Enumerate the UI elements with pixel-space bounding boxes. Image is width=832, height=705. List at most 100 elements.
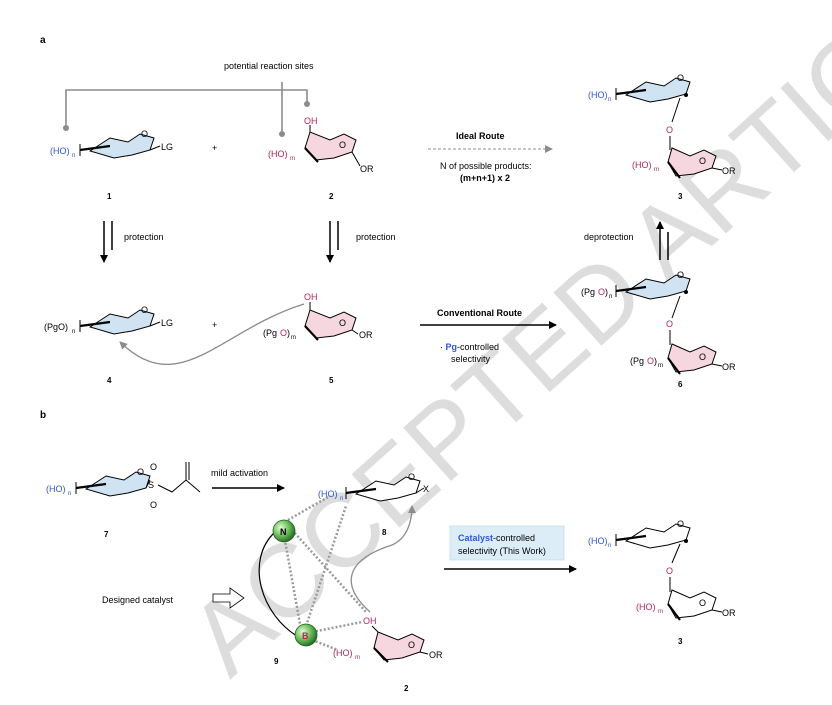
svg-text:(Pg: (Pg <box>581 287 595 297</box>
svg-text:(PgO): (PgO) <box>44 322 68 332</box>
svg-text:O: O <box>699 352 706 362</box>
compound-5: OH O OR (Pg O ) m 5 <box>263 292 373 385</box>
catalyst-selectivity-box <box>449 525 565 561</box>
compound-4: O LG (PgO) n 4 <box>44 305 173 385</box>
mild-activation-label: mild activation <box>211 468 268 478</box>
svg-text:O: O <box>666 566 673 576</box>
svg-text:(HO): (HO) <box>588 536 608 546</box>
svg-text:): ) <box>287 328 290 338</box>
svg-text:N: N <box>280 527 287 537</box>
compound-number: 8 <box>382 528 387 537</box>
svg-text:O: O <box>677 270 684 280</box>
protection-arrow-left <box>100 221 113 263</box>
svg-text:O: O <box>137 467 144 477</box>
protection-label-right: protection <box>356 232 396 242</box>
svg-text:n: n <box>68 491 71 497</box>
compound-6: O (Pg O ) n O O OR (Pg O ) m 6 <box>581 270 736 389</box>
compound-number: 3 <box>678 192 683 201</box>
svg-text:O: O <box>666 319 673 329</box>
compound-number: 2 <box>329 192 334 201</box>
watermark-text: ACCEPTED ARTICLE PREVIEW <box>168 0 832 697</box>
compound-number: 1 <box>107 192 112 201</box>
svg-text:O: O <box>141 129 148 139</box>
reaction-sites-label: potential reaction sites <box>224 61 314 71</box>
svg-text:O: O <box>141 305 148 315</box>
svg-text:m: m <box>355 655 360 661</box>
plus-sign: + <box>212 143 217 153</box>
svg-text:(HO): (HO) <box>50 146 70 156</box>
compound-number: 9 <box>274 657 279 666</box>
compound-3-b: O (HO) n O O OR (HO) m 3 <box>588 519 736 646</box>
compound-3-top: O (HO) n O O OR (HO) m 3 <box>588 73 736 201</box>
svg-text:O: O <box>677 519 684 529</box>
conventional-route-line2: selectivity <box>451 354 491 364</box>
svg-text:O: O <box>699 156 706 166</box>
reaction-sites-bracket <box>65 82 308 133</box>
compound-number: 7 <box>104 530 109 539</box>
conventional-route-title: Conventional Route <box>437 308 522 318</box>
svg-text:O: O <box>647 356 654 366</box>
protection-label-left: protection <box>124 232 164 242</box>
hollow-arrow <box>212 587 245 609</box>
catalyst-interactions <box>282 494 367 652</box>
deprotection-arrow <box>656 221 669 260</box>
svg-text:OR: OR <box>722 362 736 372</box>
svg-text:(HO): (HO) <box>333 648 353 658</box>
catalyst-selectivity-line1: Catalyst-controlled <box>458 533 535 543</box>
compound-number: 5 <box>329 376 334 385</box>
svg-text:(HO): (HO) <box>318 489 338 499</box>
compound-number: 6 <box>678 380 683 389</box>
compound-1: O LG (HO) n 1 <box>50 129 173 201</box>
svg-text:m: m <box>291 335 296 341</box>
deprotection-label: deprotection <box>584 232 634 242</box>
svg-text:X: X <box>423 484 429 494</box>
svg-text:): ) <box>654 356 657 366</box>
compound-8: O X (HO) n 8 <box>318 472 429 537</box>
compound-number: 2 <box>404 684 409 693</box>
svg-text:LG: LG <box>161 318 173 328</box>
svg-text:(Pg: (Pg <box>630 356 644 366</box>
svg-text:O: O <box>666 125 673 135</box>
conventional-route-line1: · Pg-controlled <box>440 342 499 352</box>
catalyst-selectivity-line2: selectivity (This Work) <box>458 546 546 556</box>
amine-node <box>272 519 296 543</box>
nucleophile-attack-arrow <box>119 303 305 365</box>
svg-text:(HO): (HO) <box>588 90 608 100</box>
svg-text:n: n <box>340 496 343 502</box>
svg-text:n: n <box>72 329 75 335</box>
watermark: ACCEPTED ARTICLE PREVIEW <box>168 0 832 697</box>
svg-text:OR: OR <box>722 166 736 176</box>
svg-text:n: n <box>608 97 611 103</box>
compound-7: O S O O (HO) n 7 <box>46 462 201 539</box>
designed-catalyst-label: Designed catalyst <box>102 595 174 605</box>
glycosylation-arrow <box>350 505 416 613</box>
svg-text:OH: OH <box>304 116 318 126</box>
compound-2: OH O OR (HO) m 2 <box>268 116 374 201</box>
svg-text:): ) <box>605 287 608 297</box>
svg-text:O: O <box>150 500 157 510</box>
svg-text:O: O <box>598 287 605 297</box>
svg-text:m: m <box>658 609 663 615</box>
panel-a-label: a <box>40 35 46 46</box>
plus-sign: + <box>212 320 217 330</box>
svg-text:(HO): (HO) <box>632 160 652 170</box>
svg-text:(HO): (HO) <box>268 149 288 159</box>
svg-text:OH: OH <box>363 616 377 626</box>
svg-text:O: O <box>677 73 684 83</box>
svg-text:n: n <box>609 294 612 300</box>
protection-arrow-right <box>326 221 339 263</box>
svg-text:n: n <box>72 153 75 159</box>
ideal-route-line1: N of possible products: <box>440 161 532 171</box>
compound-number: 4 <box>107 376 112 385</box>
svg-text:OH: OH <box>304 292 318 302</box>
svg-text:OR: OR <box>360 164 374 174</box>
panel-b-label: b <box>40 410 46 421</box>
svg-text:O: O <box>339 318 346 328</box>
svg-text:(Pg: (Pg <box>263 328 277 338</box>
svg-text:O: O <box>408 640 415 650</box>
svg-text:n: n <box>608 543 611 549</box>
svg-text:O: O <box>339 140 346 150</box>
svg-text:O: O <box>408 472 415 482</box>
svg-text:S: S <box>148 480 154 490</box>
svg-text:m: m <box>654 167 659 173</box>
